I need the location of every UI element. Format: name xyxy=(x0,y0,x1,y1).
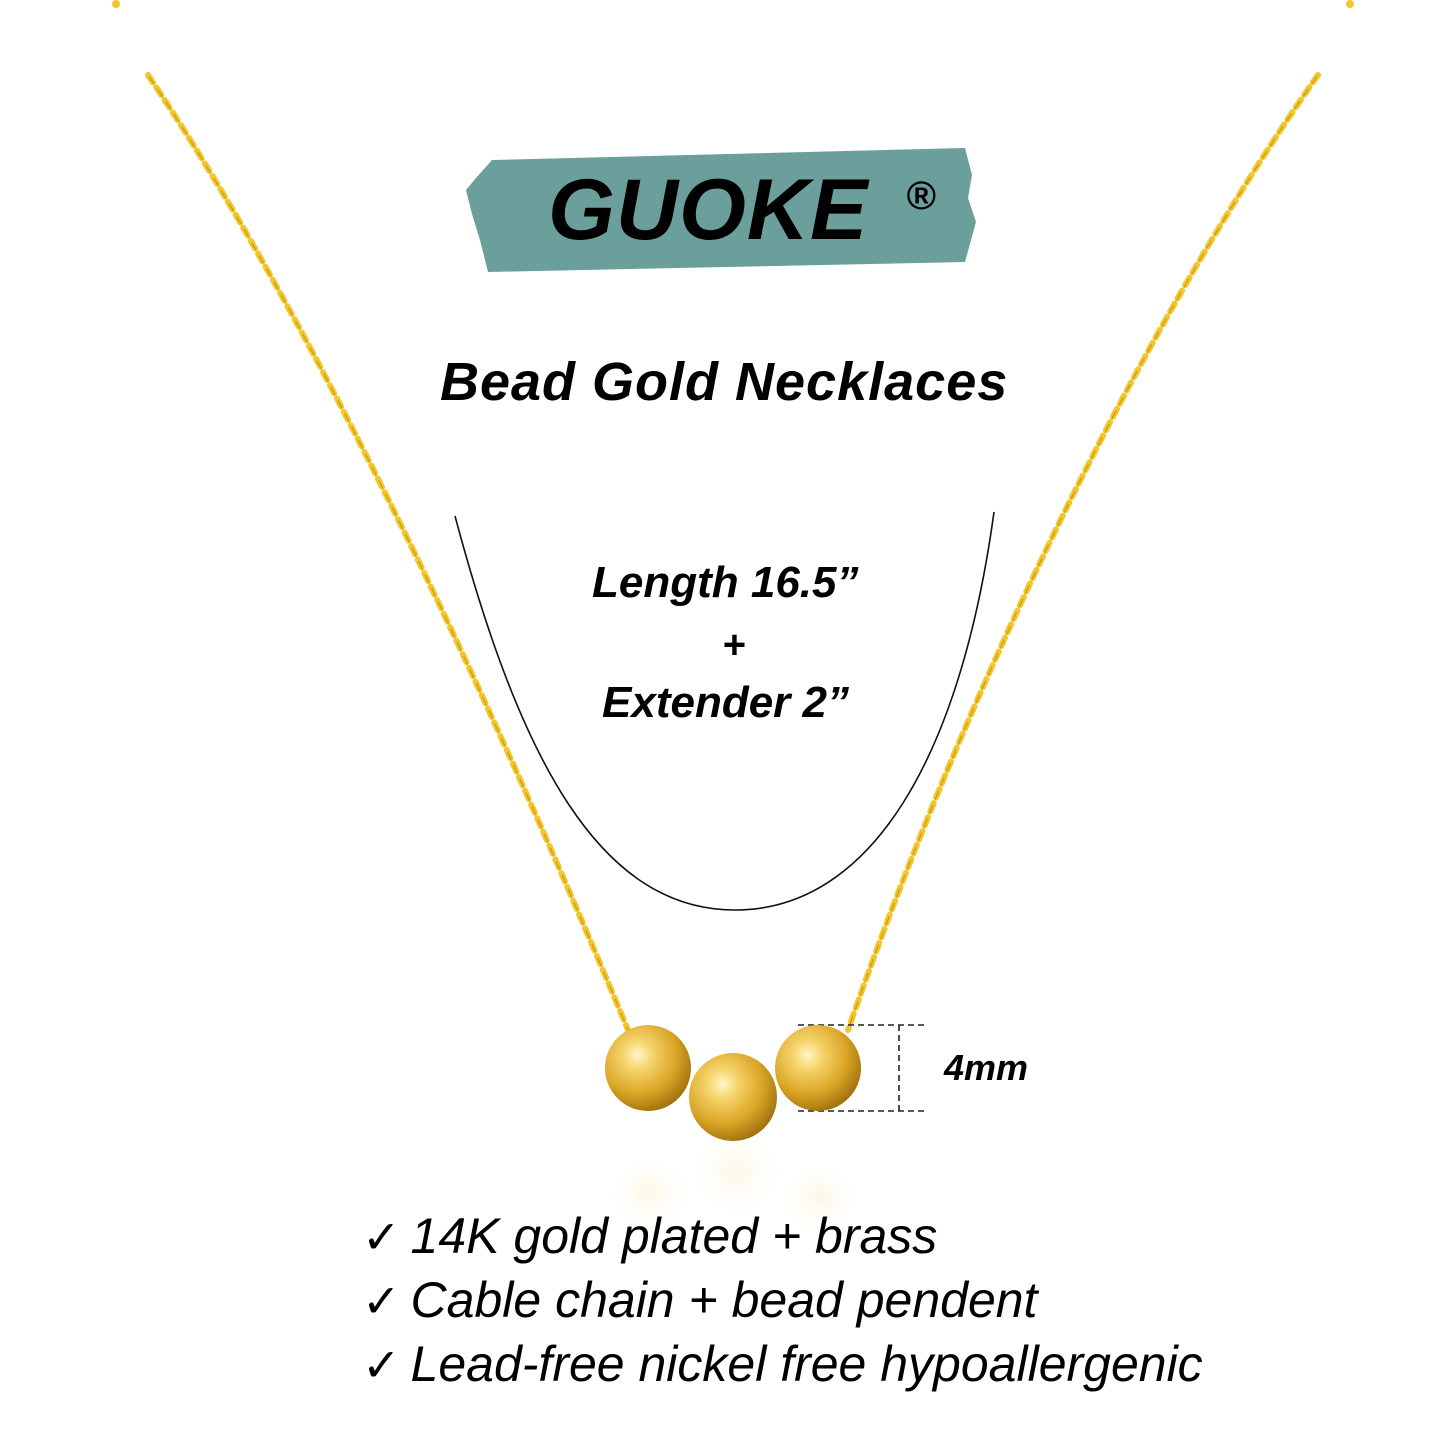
bead-left xyxy=(605,1025,691,1111)
feature-item: ✓14K gold plated + brass xyxy=(362,1206,937,1267)
extender-label: Extender 2” xyxy=(602,678,849,727)
brand-logo: GUOKE ® xyxy=(540,160,970,260)
bead-reflection xyxy=(612,1136,858,1243)
feature-text: Lead-free nickel free hypoallergenic xyxy=(410,1336,1203,1392)
checkmark-icon: ✓ xyxy=(362,1211,401,1263)
checkmark-icon: ✓ xyxy=(362,1339,401,1391)
size-dimension-marker xyxy=(798,1024,928,1112)
feature-item: ✓Lead-free nickel free hypoallergenic xyxy=(362,1334,1203,1395)
length-label: Length 16.5” xyxy=(592,558,859,607)
feature-item: ✓Cable chain + bead pendent xyxy=(362,1270,1037,1331)
length-curve xyxy=(454,511,995,911)
length-plus: + xyxy=(722,623,746,667)
feature-text: Cable chain + bead pendent xyxy=(410,1272,1038,1328)
bead-size-label: 4mm xyxy=(944,1047,1029,1088)
brand-badge xyxy=(466,148,976,272)
bead-center xyxy=(689,1053,777,1141)
bead-right xyxy=(775,1025,861,1111)
product-title: Bead Gold Necklaces xyxy=(440,352,1009,412)
registered-mark: ® xyxy=(906,174,936,218)
checkmark-icon: ✓ xyxy=(362,1275,401,1327)
feature-text: 14K gold plated + brass xyxy=(410,1208,938,1264)
brand-name: GUOKE xyxy=(548,162,869,258)
